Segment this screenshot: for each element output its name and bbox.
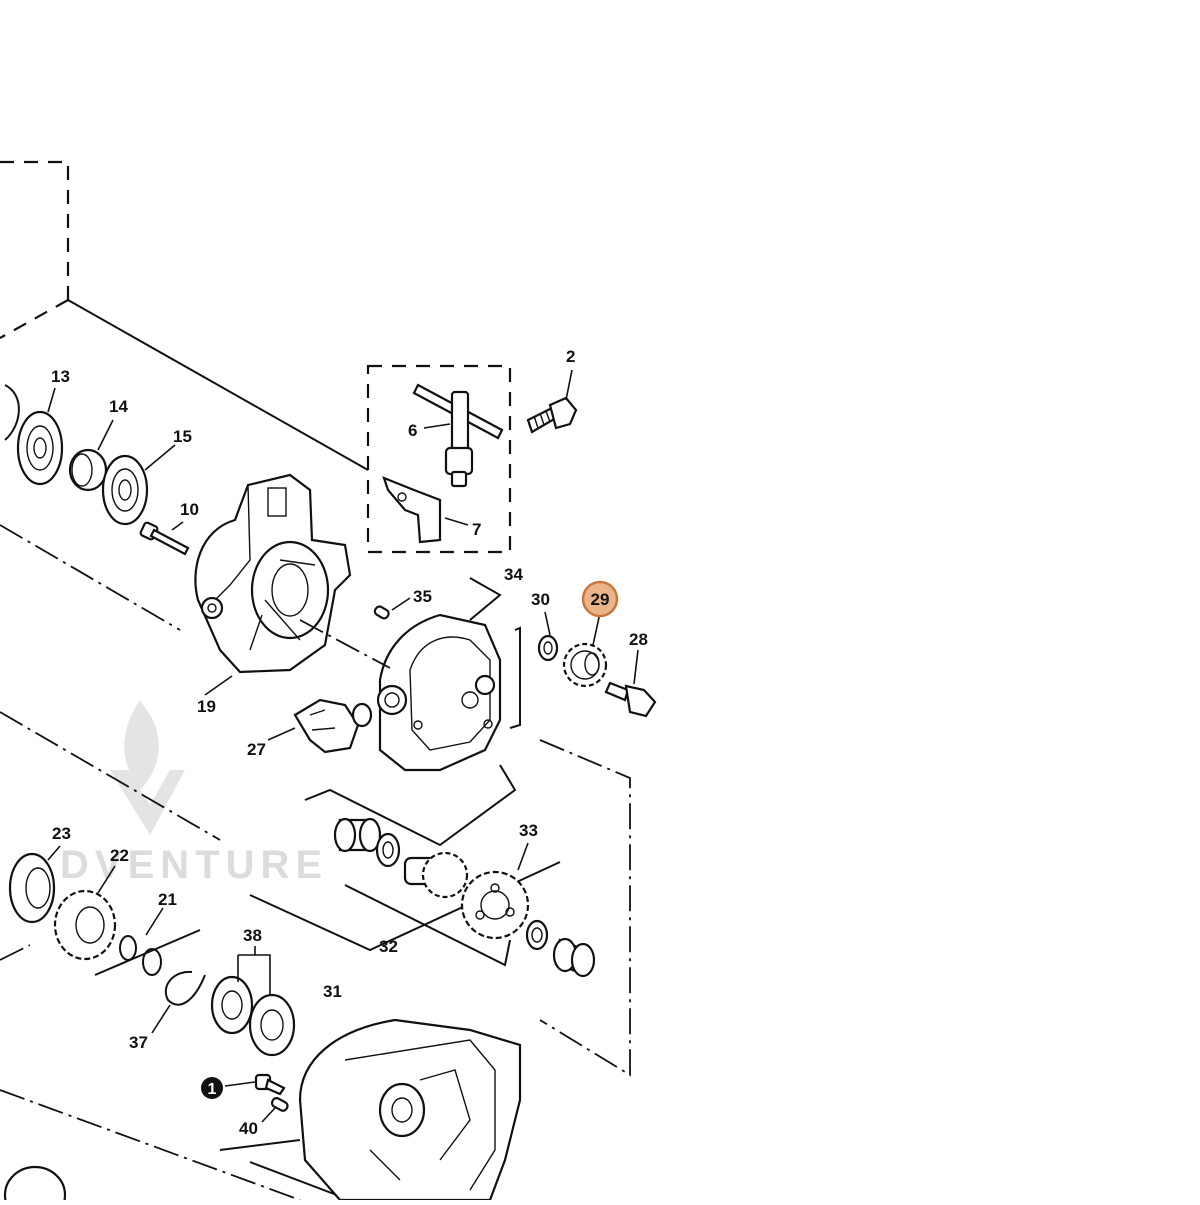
clip-part [382,476,442,544]
bearing-15-part [101,454,149,526]
gear-22-part [53,889,117,961]
gear-29-part [562,642,608,688]
label-10: 10 [180,500,199,519]
label-15: 15 [173,427,192,446]
label-23: 23 [52,824,71,843]
label-32: 32 [379,937,398,956]
pin-40-part [270,1097,289,1112]
label-14: 14 [109,397,128,416]
washer-30-part [537,634,559,662]
label-22: 22 [110,846,129,865]
pin-35-part [373,605,390,620]
bearing-23-part [8,852,56,924]
circlip-37-part [164,970,206,1006]
bearing-13-part [4,384,64,486]
label-34: 34 [504,565,523,584]
t-wrench-part [412,383,504,488]
sleeve-31b-part [552,937,596,978]
watermark-text: DVENTURE [60,843,328,887]
knob-27-part [293,698,373,754]
sleeve-31-part [333,817,401,868]
label-1-marker: 1 [201,1077,223,1099]
screw-10-part [139,521,190,556]
label-13: 13 [51,367,70,386]
label-29-highlight[interactable]: 29 [581,580,619,618]
bearing-partial-part [3,1165,67,1205]
label-29[interactable]: 29 [591,590,610,609]
washer-31b-part [525,919,549,951]
label-30: 30 [531,590,550,609]
label-6: 6 [408,421,417,440]
housing-19-part [194,473,352,674]
label-31: 31 [323,982,342,1001]
label-1: 1 [208,1081,217,1098]
label-19: 19 [197,697,216,716]
sleeve-14-part [68,448,108,492]
tool-kit-box [366,364,512,554]
gear-shaft-32-part [403,851,530,940]
label-28: 28 [629,630,648,649]
screw-2-part [526,396,578,434]
leader-lines [47,369,639,1123]
label-38: 38 [243,926,262,945]
screw-28-part [604,681,657,718]
label-21: 21 [158,890,177,909]
label-40: 40 [239,1119,258,1138]
housing-34-part [376,613,502,772]
label-7: 7 [472,520,481,539]
bearing-38-part [210,975,296,1057]
circlip-21-part [119,935,162,976]
watermark: DVENTURE [60,700,328,887]
label-33: 33 [519,821,538,840]
part-labels: 2 6 7 10 13 14 15 19 21 22 23 27 28 29 3… [51,347,648,1138]
assembly-frame [0,160,369,471]
main-housing-part [298,1018,522,1202]
assembly-lines [0,524,631,1201]
label-27: 27 [247,740,266,759]
label-35: 35 [413,587,432,606]
screw-1-part [254,1073,286,1096]
label-37: 37 [129,1033,148,1052]
label-2: 2 [566,347,575,366]
